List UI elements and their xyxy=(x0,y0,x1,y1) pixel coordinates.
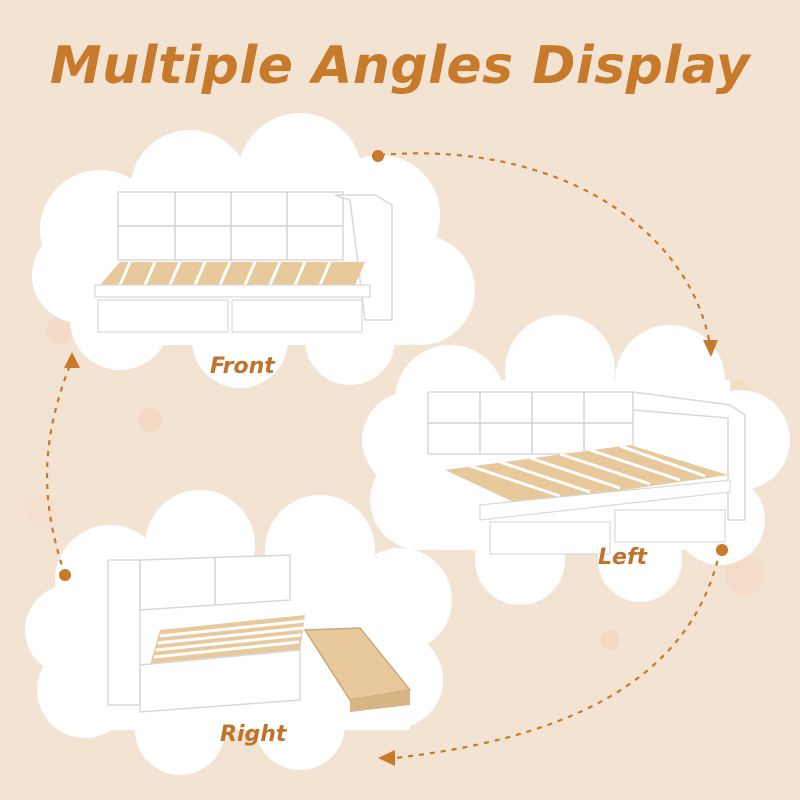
label-right: Right xyxy=(220,722,287,747)
connector-arrows xyxy=(46,152,722,760)
arrow-front-to-left xyxy=(379,152,712,346)
label-left: Left xyxy=(598,545,648,570)
arrow-right-to-front xyxy=(46,359,74,576)
arrowhead-left xyxy=(703,340,718,357)
arrow-left-to-right xyxy=(394,549,722,760)
label-front: Front xyxy=(210,354,275,379)
arrowhead-right xyxy=(378,750,395,766)
connector-ends xyxy=(59,150,728,766)
bed-right-image xyxy=(107,554,412,713)
page-title: Multiple Angles Display xyxy=(49,36,751,96)
arrowhead-front xyxy=(64,352,80,368)
bed-left-image xyxy=(427,391,746,555)
bed-front-image xyxy=(94,191,393,333)
